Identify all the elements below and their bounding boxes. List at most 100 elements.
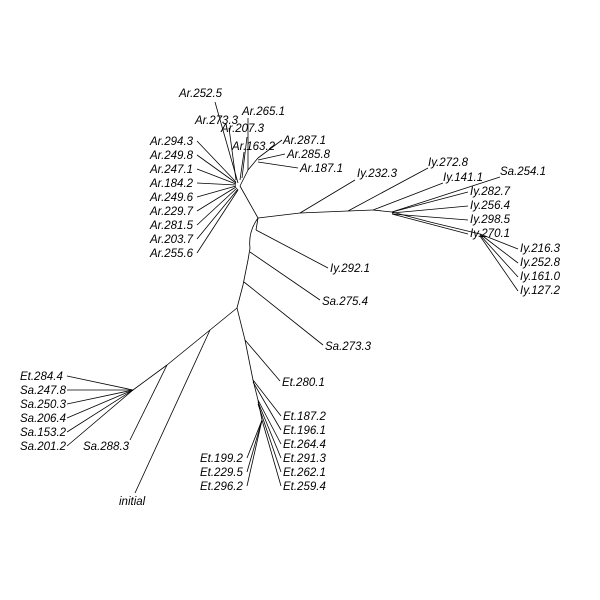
tip-label: Sa.247.8 [20, 385, 67, 397]
tip-edge [479, 234, 519, 278]
tip-label: Ar.203.7 [149, 234, 194, 246]
tree-edge [391, 211, 431, 223]
tree-edge [255, 217, 259, 231]
tip-label: Iy.298.5 [470, 214, 511, 226]
tip-label: Iy.272.8 [428, 157, 469, 169]
tree-edge [236, 307, 246, 341]
tip-edge [391, 213, 469, 221]
tip-edge [391, 213, 469, 235]
tip-edge [246, 419, 263, 487]
tree-edge [247, 157, 259, 171]
tip-edge [246, 419, 263, 473]
tip-label: Ar.249.8 [149, 150, 194, 162]
tip-edge [246, 419, 263, 459]
tip-label: Iy.292.1 [330, 263, 370, 275]
tip-edge [257, 403, 282, 473]
tip-edge [372, 182, 444, 211]
tip-label: Sa.201.2 [20, 441, 67, 453]
tip-label: Ar.207.3 [220, 123, 265, 135]
tree-edges [66, 101, 519, 494]
tip-label: Ar.281.5 [149, 220, 194, 232]
tip-edge [196, 187, 238, 226]
tip-label: Ar.265.1 [241, 106, 285, 118]
tip-edge [257, 153, 286, 161]
tip-edge [257, 401, 282, 459]
tip-edge [252, 379, 282, 417]
tip-edge [66, 389, 134, 433]
tip-label: Ar.252.5 [178, 88, 223, 100]
tip-edge [196, 154, 237, 184]
tip-label: Ar.285.8 [286, 149, 331, 161]
tip-edge [479, 233, 519, 264]
tip-label: Iy.127.2 [520, 285, 561, 297]
tip-label: Sa.275.4 [322, 296, 368, 308]
tip-edge [391, 205, 469, 214]
tip-label: Et.196.1 [283, 425, 326, 437]
tip-labels: Ar.252.5Ar.273.3Ar.265.1Ar.207.3Ar.287.1… [20, 88, 561, 508]
tip-label: Et.259.4 [283, 481, 326, 493]
tip-label: Et.229.5 [200, 467, 243, 479]
tip-edge [196, 182, 237, 186]
tip-edge [347, 167, 429, 212]
tree-edge [372, 209, 393, 213]
tip-label: Iy.232.3 [357, 168, 398, 180]
tip-label: Et.187.2 [283, 411, 326, 423]
tip-label: Ar.163.2 [231, 141, 276, 153]
tip-label: Sa.273.3 [325, 341, 372, 353]
tip-label: Ar.287.1 [282, 135, 326, 147]
tip-edge [391, 191, 469, 213]
tip-edge [196, 186, 237, 212]
tip-edge [244, 339, 281, 382]
tip-edge [479, 233, 519, 250]
tip-edge [241, 136, 248, 179]
tip-label: Et.296.2 [200, 481, 243, 493]
tip-edge [239, 151, 245, 181]
tip-label: Ar.255.6 [149, 248, 194, 260]
tip-label: Ar.247.1 [149, 164, 193, 176]
tip-edge [134, 329, 211, 494]
tip-label: Et.284.4 [20, 371, 63, 383]
tree-backbone [236, 185, 259, 309]
tip-edge [66, 389, 134, 405]
tip-edge [66, 375, 134, 391]
tip-edge [249, 251, 321, 301]
tip-edge [299, 179, 356, 214]
tip-label: Iy.256.4 [470, 200, 510, 212]
tip-label: Iy.282.7 [470, 186, 511, 198]
tip-label: Iy.141.1 [443, 172, 483, 184]
tip-edge [129, 364, 168, 441]
tree-edge [132, 364, 168, 391]
tip-edge [243, 281, 324, 346]
tip-label: Sa.206.4 [20, 413, 66, 425]
tip-label: Sa.254.1 [500, 166, 546, 178]
tip-label: Et.199.2 [200, 453, 243, 465]
tip-edge [257, 139, 283, 159]
tree-edge [244, 339, 254, 381]
tip-edge [214, 101, 239, 184]
tip-label: Et.280.1 [282, 377, 325, 389]
tip-label: initial [119, 496, 146, 508]
tip-edge [257, 161, 299, 169]
tip-edge [196, 189, 239, 254]
tip-edge [66, 389, 134, 419]
tree-edge [299, 210, 349, 214]
tree-edge [209, 307, 238, 331]
tip-label: Et.264.4 [283, 439, 326, 451]
tip-label: Ar.229.7 [149, 206, 194, 218]
tree-edge [429, 221, 481, 235]
tip-label: Ar.249.6 [149, 192, 194, 204]
tip-label: Iy.161.0 [520, 271, 561, 283]
tree-edge [347, 209, 374, 212]
tip-edge [479, 235, 519, 292]
tree-edge [257, 212, 301, 219]
tip-edge [228, 127, 237, 181]
tip-label: Sa.250.3 [20, 399, 67, 411]
tip-edge [196, 168, 237, 185]
tree-edge [166, 329, 211, 366]
tip-edge [261, 419, 282, 487]
tip-edge [66, 389, 134, 447]
tip-edge [257, 399, 282, 445]
tip-edge [391, 176, 501, 213]
tip-label: Ar.294.3 [149, 136, 194, 148]
